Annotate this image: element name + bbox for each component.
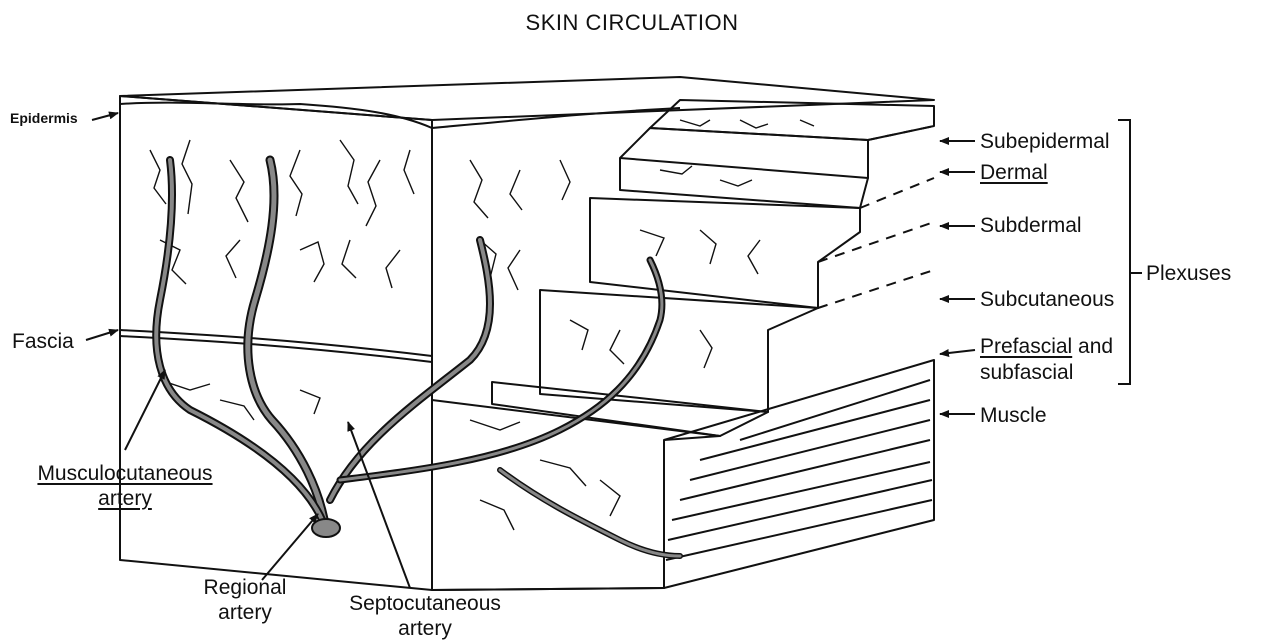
step-subcutaneous [540, 290, 818, 412]
epidermis-label: Epidermis [10, 110, 78, 126]
dermal-label: Dermal [980, 161, 1048, 185]
fascia-arrow [86, 330, 118, 340]
plexuses-label: Plexuses [1146, 262, 1231, 286]
muscle-label: Muscle [980, 404, 1047, 428]
subcutaneous-label: Subcutaneous [980, 288, 1114, 312]
septocutaneous-label-line2: artery [330, 617, 520, 641]
step-subdermal [590, 198, 860, 308]
subepidermal-label: Subepidermal [980, 130, 1110, 154]
prefascial-arrow [940, 350, 975, 354]
septocutaneous-label-line1: Septocutaneous [330, 592, 520, 616]
musculocutaneous-label-line1: Musculocutaneous [20, 462, 230, 486]
septocutaneous-arrow [348, 422, 410, 588]
musculocutaneous-label-line2: artery [20, 487, 230, 511]
prefascial-and: and [1072, 335, 1113, 358]
prefascial-label: Prefascial and [980, 335, 1113, 359]
plexuses-bracket [1118, 120, 1142, 384]
regional-artery-label-line2: artery [190, 601, 300, 625]
regional-artery-opening [312, 519, 340, 537]
fascia-line [120, 330, 432, 356]
epidermis-arrow [92, 113, 118, 120]
block-top-face [120, 77, 934, 120]
muscle-block [664, 360, 934, 588]
prefascial-word: Prefascial [980, 335, 1072, 358]
subdermal-label: Subdermal [980, 214, 1082, 238]
regional-artery-arrow [262, 514, 318, 580]
step-dermal [620, 128, 868, 178]
regional-artery-label-line1: Regional [190, 576, 300, 600]
musculocutaneous-arrow [125, 370, 165, 450]
fascia-label: Fascia [12, 330, 74, 354]
subfascial-label: subfascial [980, 361, 1073, 385]
